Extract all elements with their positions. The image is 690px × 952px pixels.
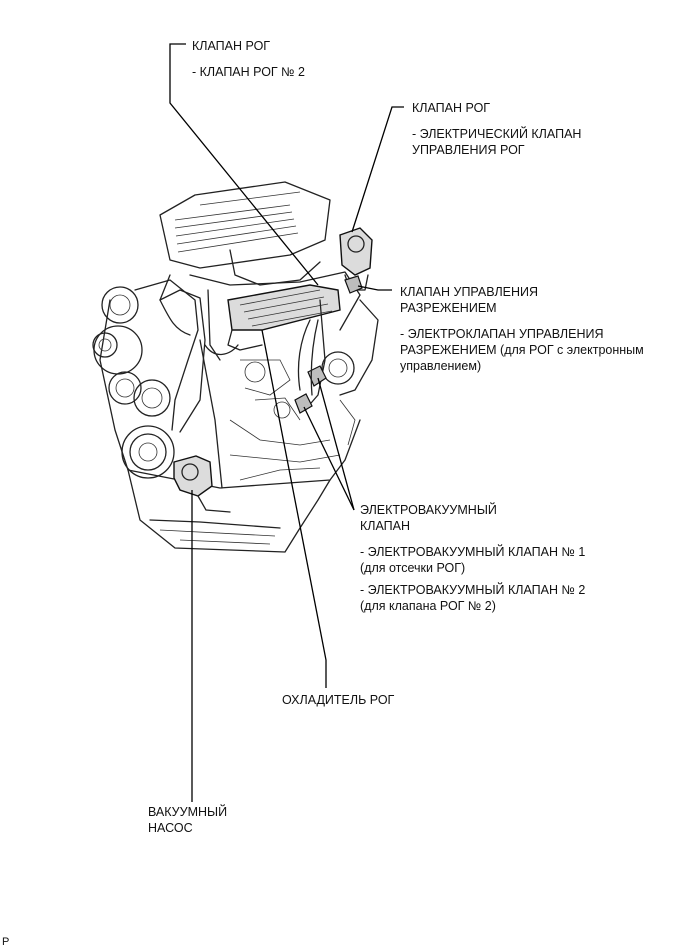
label-egr-valve-electric-title: КЛАПАН РОГ xyxy=(412,101,491,115)
label-egr-valve-2: КЛАПАН РОГ - КЛАПАН РОГ № 2 xyxy=(192,38,305,80)
label-vsv-line-1: - ЭЛЕКТРОВАКУУМНЫЙ КЛАПАН № 1 xyxy=(360,545,586,559)
label-egr-valve-electric-line-2: УПРАВЛЕНИЯ РОГ xyxy=(412,143,525,157)
label-vacuum-control-valve-title-2: РАЗРЕЖЕНИЕМ xyxy=(400,301,497,315)
label-vsv-title-2: КЛАПАН xyxy=(360,519,411,533)
label-egr-cooler: ОХЛАДИТЕЛЬ РОГ xyxy=(282,692,394,708)
label-vacuum-control-valve-title-1: КЛАПАН УПРАВЛЕНИЯ xyxy=(400,285,539,299)
leader-vsv-2 xyxy=(303,406,355,511)
label-vsv-title-1: ЭЛЕКТРОВАКУУМНЫЙ xyxy=(360,503,497,517)
label-vacuum-control-valve: КЛАПАН УПРАВЛЕНИЯ РАЗРЕЖЕНИЕМ - ЭЛЕКТРОК… xyxy=(400,284,644,374)
label-vacuum-control-valve-line-3: управлением) xyxy=(400,359,482,373)
label-vsv-line-3: - ЭЛЕКТРОВАКУУМНЫЙ КЛАПАН № 2 xyxy=(360,583,586,597)
label-vsv-line-2: (для отсечки РОГ) xyxy=(360,561,466,575)
engine-illustration xyxy=(92,181,379,553)
leader-vsv-1 xyxy=(317,377,355,511)
label-egr-valve-electric-line-1: - ЭЛЕКТРИЧЕСКИЙ КЛАПАН xyxy=(412,127,582,141)
leader-vacuum-control-valve xyxy=(357,285,392,291)
leader-egr-valve-2 xyxy=(169,43,319,286)
leader-egr-cooler xyxy=(261,329,327,688)
label-vsv-line-4: (для клапана РОГ № 2) xyxy=(360,599,496,613)
label-egr-valve-electric: КЛАПАН РОГ - ЭЛЕКТРИЧЕСКИЙ КЛАПАН УПРАВЛ… xyxy=(412,100,581,158)
corner-mark: P xyxy=(2,936,10,948)
label-vacuum-pump-title-2: НАСОС xyxy=(148,821,193,835)
label-vacuum-pump-title-1: ВАКУУМНЫЙ xyxy=(148,805,228,819)
label-vacuum-pump: ВАКУУМНЫЙ НАСОС xyxy=(148,804,227,836)
label-vacuum-control-valve-line-1: - ЭЛЕКТРОКЛАПАН УПРАВЛЕНИЯ xyxy=(400,327,604,341)
leader-lines xyxy=(169,43,404,802)
label-egr-valve-2-title: КЛАПАН РОГ xyxy=(192,39,271,53)
leader-egr-valve-electric xyxy=(351,106,404,233)
label-vacuum-control-valve-line-2: РАЗРЕЖЕНИЕМ (для РОГ с электронным xyxy=(400,343,644,357)
label-egr-valve-2-line: - КЛАПАН РОГ № 2 xyxy=(192,65,306,79)
label-vsv: ЭЛЕКТРОВАКУУМНЫЙ КЛАПАН - ЭЛЕКТРОВАКУУМН… xyxy=(360,502,585,614)
label-egr-cooler-title: ОХЛАДИТЕЛЬ РОГ xyxy=(282,693,395,707)
